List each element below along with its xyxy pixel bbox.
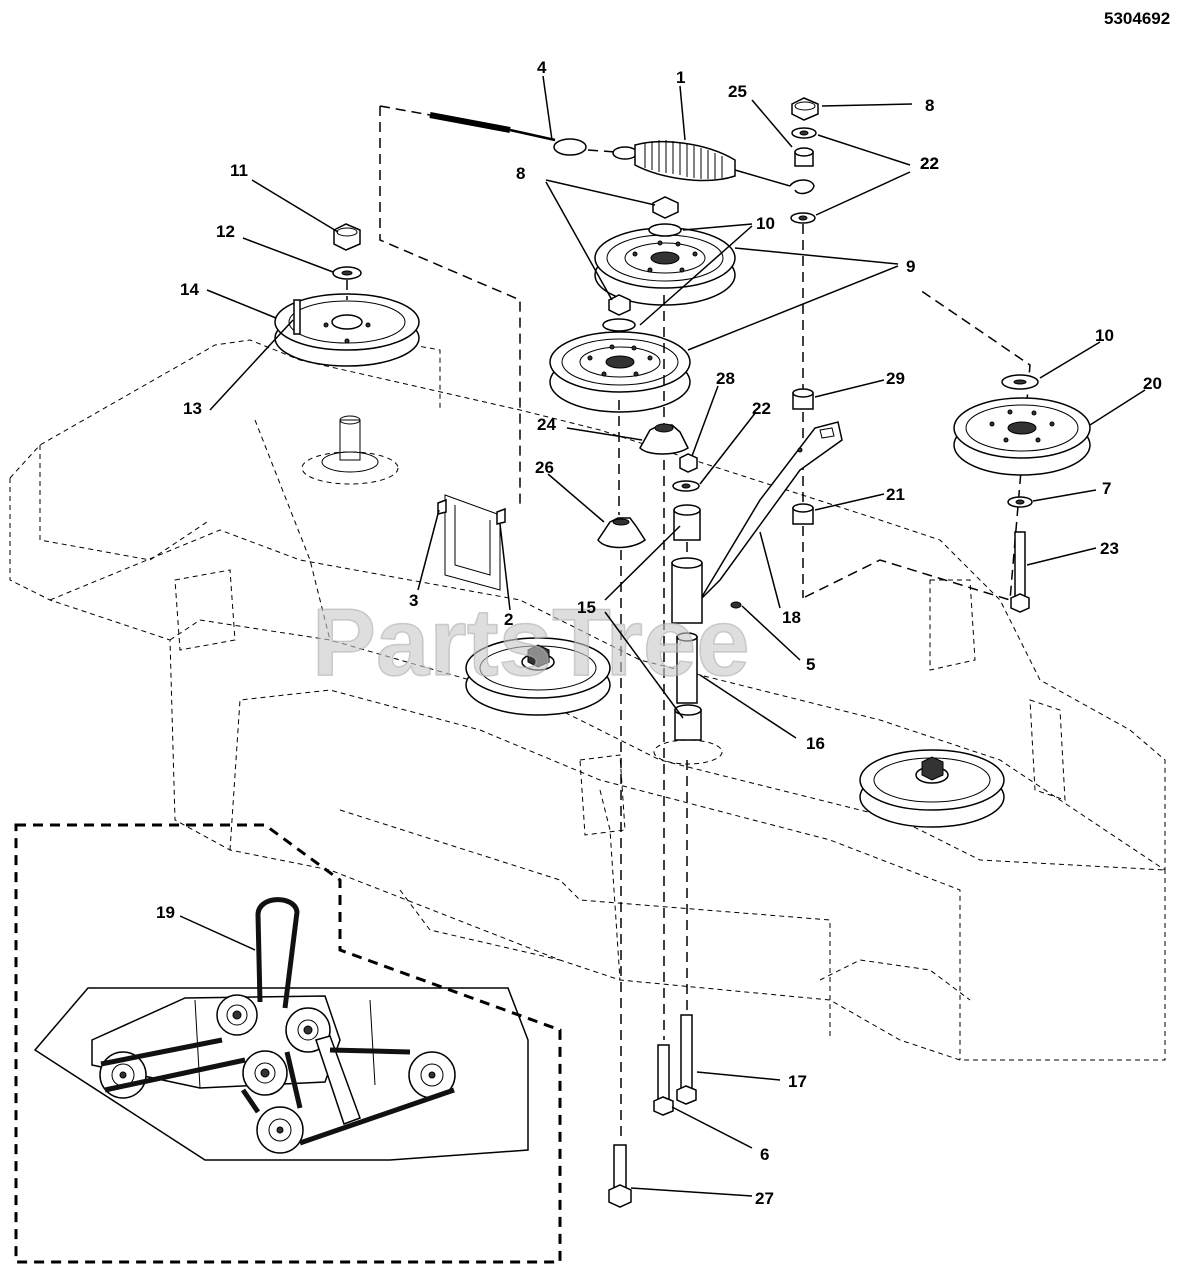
bushing-15-bottom — [674, 704, 702, 741]
callout-14: 14 — [180, 280, 199, 299]
idler-pulley-20 — [953, 397, 1091, 476]
callout-15: 15 — [577, 598, 596, 617]
idler-pulley-9-lower — [549, 331, 691, 413]
callout-24: 24 — [537, 415, 556, 434]
grease-fitting-5 — [730, 601, 742, 609]
callout-1: 1 — [676, 68, 685, 87]
nut-8-center — [652, 196, 679, 219]
idler-pulley-9-upper — [594, 227, 736, 306]
spring-1 — [612, 140, 815, 195]
clip-2 — [496, 507, 506, 525]
nut-8-lower — [608, 294, 631, 316]
callout-2: 2 — [504, 610, 513, 629]
leader-lines — [179, 75, 1146, 1197]
callouts: 1 2 3 4 5 6 7 8 8 9 10 10 11 12 13 14 15… — [156, 58, 1162, 1208]
spacer-tube-16 — [676, 632, 698, 704]
spindle-pulley-14 — [274, 293, 420, 367]
pivot-tube — [671, 557, 703, 624]
eyebolt-4 — [429, 112, 587, 156]
callout-5: 5 — [806, 655, 815, 674]
callout-3: 3 — [409, 591, 418, 610]
watermark: PartsTree — [312, 589, 750, 696]
callout-13: 13 — [183, 399, 202, 418]
pin-13 — [293, 299, 301, 335]
idler-group-outline — [804, 289, 1031, 601]
bolt-6 — [653, 1044, 674, 1116]
hardware-group-outline — [379, 106, 521, 505]
callout-28: 28 — [716, 369, 735, 388]
mower-deck — [9, 329, 1166, 1061]
callout-22-mid: 22 — [920, 154, 939, 173]
bushing-15-top — [673, 504, 701, 541]
callout-8-center: 8 — [516, 164, 525, 183]
callout-10-right: 10 — [1095, 326, 1114, 345]
document-number: 5304692 — [1104, 9, 1170, 28]
spacer-25 — [794, 147, 814, 167]
clip-3 — [437, 498, 447, 515]
callout-4: 4 — [537, 58, 547, 77]
callout-21: 21 — [886, 485, 905, 504]
callout-18: 18 — [782, 608, 801, 627]
callout-20: 20 — [1143, 374, 1162, 393]
washer-10-center — [648, 223, 682, 237]
callout-7: 7 — [1102, 479, 1111, 498]
callout-17: 17 — [788, 1072, 807, 1091]
callout-26: 26 — [535, 458, 554, 477]
callout-27: 27 — [755, 1189, 774, 1208]
bushing-29 — [792, 388, 814, 410]
washer-10-lower — [602, 318, 636, 332]
nut-8-right — [791, 97, 819, 121]
callout-11: 11 — [230, 161, 248, 180]
spindle-pulley-right — [859, 749, 1005, 828]
callout-22-upper: 22 — [920, 154, 939, 173]
nut-11 — [333, 223, 361, 251]
callout-25: 25 — [728, 82, 747, 101]
belt-routing-inset — [14, 823, 562, 1264]
nut-28 — [679, 453, 698, 473]
belt-guide-bracket — [444, 494, 501, 591]
bushing-21 — [792, 503, 814, 525]
callout-6: 6 — [760, 1145, 769, 1164]
callout-8-right: 8 — [925, 96, 934, 115]
callout-12: 12 — [216, 222, 235, 241]
cone-spacer-24 — [639, 423, 689, 455]
spindle-housing — [301, 415, 399, 485]
callout-22-low: 22 — [752, 399, 771, 418]
idler-arm-18 — [699, 421, 843, 601]
callout-29: 29 — [886, 369, 905, 388]
callout-10-center: 10 — [756, 214, 775, 233]
callout-23: 23 — [1100, 539, 1119, 558]
bolt-27 — [608, 1144, 632, 1208]
cone-spacer-26 — [597, 517, 647, 549]
callout-9: 9 — [906, 257, 915, 276]
callout-19: 19 — [156, 903, 175, 922]
bolt-17 — [676, 1014, 697, 1105]
bolt-23 — [1010, 531, 1030, 613]
spindle-pulley-center — [465, 637, 611, 716]
callout-16: 16 — [806, 734, 825, 753]
